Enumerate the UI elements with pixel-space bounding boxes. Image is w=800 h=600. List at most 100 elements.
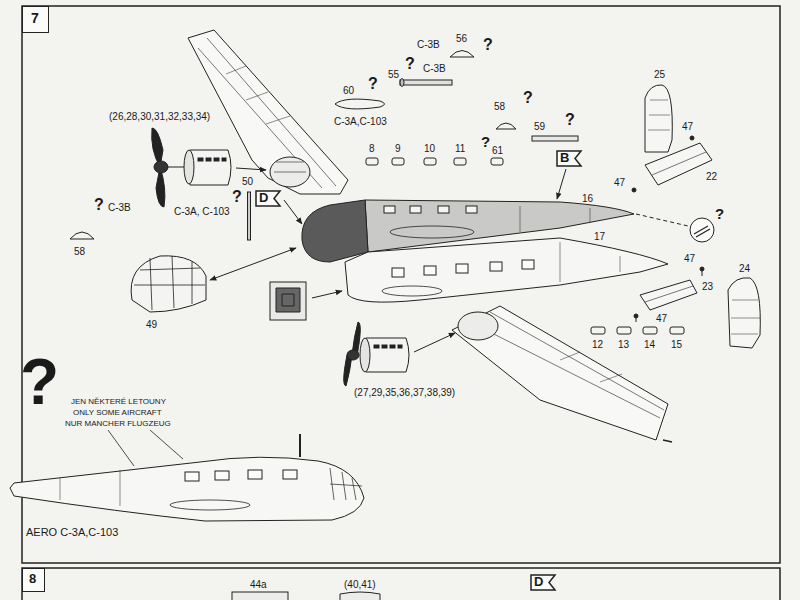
callout-number: 49: [146, 319, 157, 330]
fuselage-upper-half-part: [302, 200, 368, 262]
fuselage-lower-half-part: [392, 268, 404, 277]
callout-number: 59: [534, 121, 545, 132]
page-frame-part: [22, 568, 780, 600]
fuselage-lower-half-part: [424, 266, 436, 275]
tail-parts-part: [645, 85, 672, 152]
tail-parts-part: [731, 300, 760, 334]
callout-number: 25: [654, 69, 665, 80]
upper-engine-part: [184, 150, 194, 184]
fuselage-upper-half-part: [466, 206, 477, 213]
callout-number: 61: [492, 145, 503, 156]
small-parts-part: [335, 99, 385, 109]
node-text: 8: [29, 572, 36, 586]
lower-engine-part: [398, 345, 402, 348]
upper-wing-part: [188, 30, 348, 194]
upper-wing: [188, 30, 348, 194]
flag-outline-shape: [557, 151, 581, 166]
lower-wing-part: [458, 312, 498, 340]
tail-parts-part: [636, 318, 637, 322]
lower-wing: [452, 306, 672, 442]
decal-flag: B: [556, 150, 582, 167]
tail-parts-part: [632, 188, 636, 192]
fuselage-upper-half-part: [636, 214, 688, 226]
question-mark: ?: [565, 111, 575, 129]
callout-number: 50: [242, 176, 253, 187]
small-parts-part: [454, 158, 466, 165]
tail-parts-part: [702, 271, 703, 276]
callout-number: 11: [455, 143, 465, 154]
tail-parts-part: [728, 278, 760, 348]
question-mark: ?: [232, 188, 242, 206]
small-parts-part: [400, 79, 404, 87]
callout-number: 12: [592, 339, 603, 350]
small-parts-part: [491, 158, 503, 165]
aircraft-title: AERO C-3A,C-103: [26, 526, 118, 538]
cockpit-parts: [131, 248, 342, 320]
side-view-fuselage-part: [215, 471, 229, 480]
side-view-fuselage-part: [185, 472, 199, 481]
small-parts-part: [532, 136, 578, 141]
side-view-fuselage-part: [108, 430, 134, 466]
cockpit-parts-part: [210, 248, 296, 280]
small-parts-part: [392, 158, 404, 165]
tail-parts-part: [617, 327, 631, 334]
question-mark: ?: [481, 134, 490, 151]
side-view-fuselage-part: [330, 468, 362, 500]
fuselage-lower-half-part: [345, 238, 668, 302]
small-parts-part: [450, 51, 474, 58]
small-parts-part: [496, 123, 516, 129]
side-view-fuselage: [10, 430, 364, 521]
variant-note: C-3B: [423, 63, 446, 74]
question-mark: ?: [368, 75, 378, 93]
next-step-parts: [232, 592, 380, 600]
lower-engine-part: [360, 338, 370, 372]
callout-number: 47: [614, 177, 625, 188]
cockpit-parts-part: [276, 288, 300, 312]
note-text: NUR MANCHER FLUGZEUG: [65, 420, 171, 429]
upper-engine-part: [198, 158, 203, 161]
fuselage-upper-half-part: [410, 206, 421, 213]
fuselage-upper-half-part: [390, 226, 474, 238]
fuselage-lower-half-part: [522, 260, 534, 269]
upper-engine-part: [206, 158, 211, 161]
fuselage-lower-half-part: [456, 264, 468, 273]
fuselage-lower-half-part: [560, 242, 620, 282]
upper-wing-part: [226, 66, 290, 124]
small-parts-part: [366, 158, 378, 165]
node-text: B: [560, 151, 569, 165]
lower-wing-part: [663, 440, 672, 442]
lower-engine-part: [382, 345, 387, 348]
callout-number: 14: [644, 339, 655, 350]
upper-wing-part: [274, 162, 306, 172]
step-number-box: 7: [22, 6, 49, 33]
cockpit-parts-part: [270, 282, 306, 320]
callout-number: 8: [369, 143, 375, 154]
fuselage-upper-half-part: [438, 206, 449, 213]
callout-number-group: (27,29,35,36,37,38,39): [354, 387, 455, 398]
callout-number: 58: [74, 246, 85, 257]
callout-number: 24: [739, 263, 750, 274]
callout-number: 56: [456, 33, 467, 44]
tail-parts-part: [690, 136, 694, 140]
question-mark: ?: [715, 206, 724, 223]
lower-engine-part: [374, 345, 379, 348]
tail-parts: [591, 85, 760, 348]
lower-wing-part: [560, 352, 622, 382]
upper-engine-part: [166, 167, 184, 168]
tail-parts-part: [670, 327, 684, 334]
callout-number: 15: [671, 339, 682, 350]
fuselage-upper-half-part: [694, 226, 710, 237]
upper-engine-part: [236, 168, 266, 170]
callout-number: 13: [618, 339, 629, 350]
lower-engine-part: [347, 350, 359, 360]
decal-flag: D: [255, 190, 281, 207]
callout-number-group: (40,41): [344, 579, 376, 590]
small-parts-part: [70, 232, 94, 239]
callout-number: 60: [343, 85, 354, 96]
callout-number: 58: [494, 101, 505, 112]
variant-note: C-3B: [108, 202, 131, 213]
